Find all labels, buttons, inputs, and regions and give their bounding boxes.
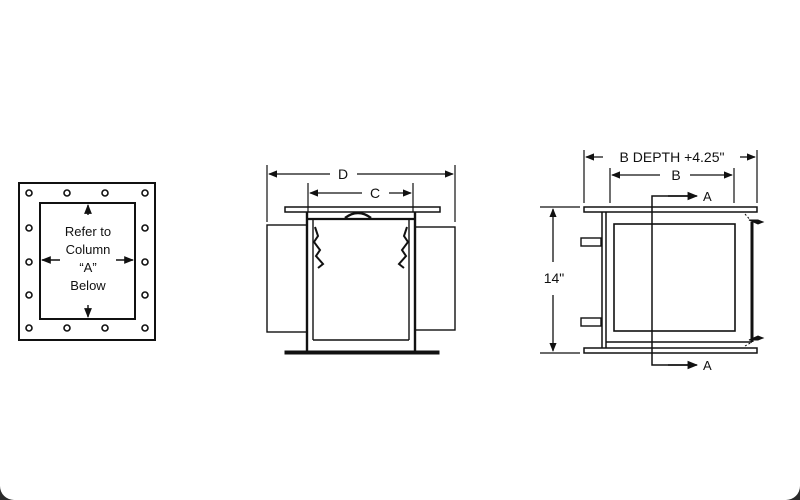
- side-view-labels: D C: [338, 166, 380, 201]
- dimension-b-depth-label: B DEPTH +4.25": [620, 149, 725, 165]
- section-view-labels: B DEPTH +4.25" B 14" A A: [544, 149, 725, 373]
- front-view-flange: [18, 182, 156, 341]
- note-line-3: “A”: [79, 260, 96, 275]
- dimension-b-label: B: [671, 167, 680, 183]
- note-line-4: Below: [70, 278, 106, 293]
- section-view: [540, 150, 765, 370]
- dimension-d-label: D: [338, 166, 348, 182]
- dimension-height-label: 14": [544, 270, 565, 286]
- section-marker-bottom: A: [703, 358, 712, 373]
- inner-dimension-arrows: [41, 204, 134, 318]
- note-line-2: Column: [66, 242, 111, 257]
- section-marker-top: A: [703, 189, 712, 204]
- front-view-note: Refer to Column “A” Below: [65, 224, 111, 293]
- side-view: [266, 165, 456, 355]
- dimension-c-label: C: [370, 185, 380, 201]
- note-line-1: Refer to: [65, 224, 111, 239]
- bolt-holes: [25, 189, 149, 332]
